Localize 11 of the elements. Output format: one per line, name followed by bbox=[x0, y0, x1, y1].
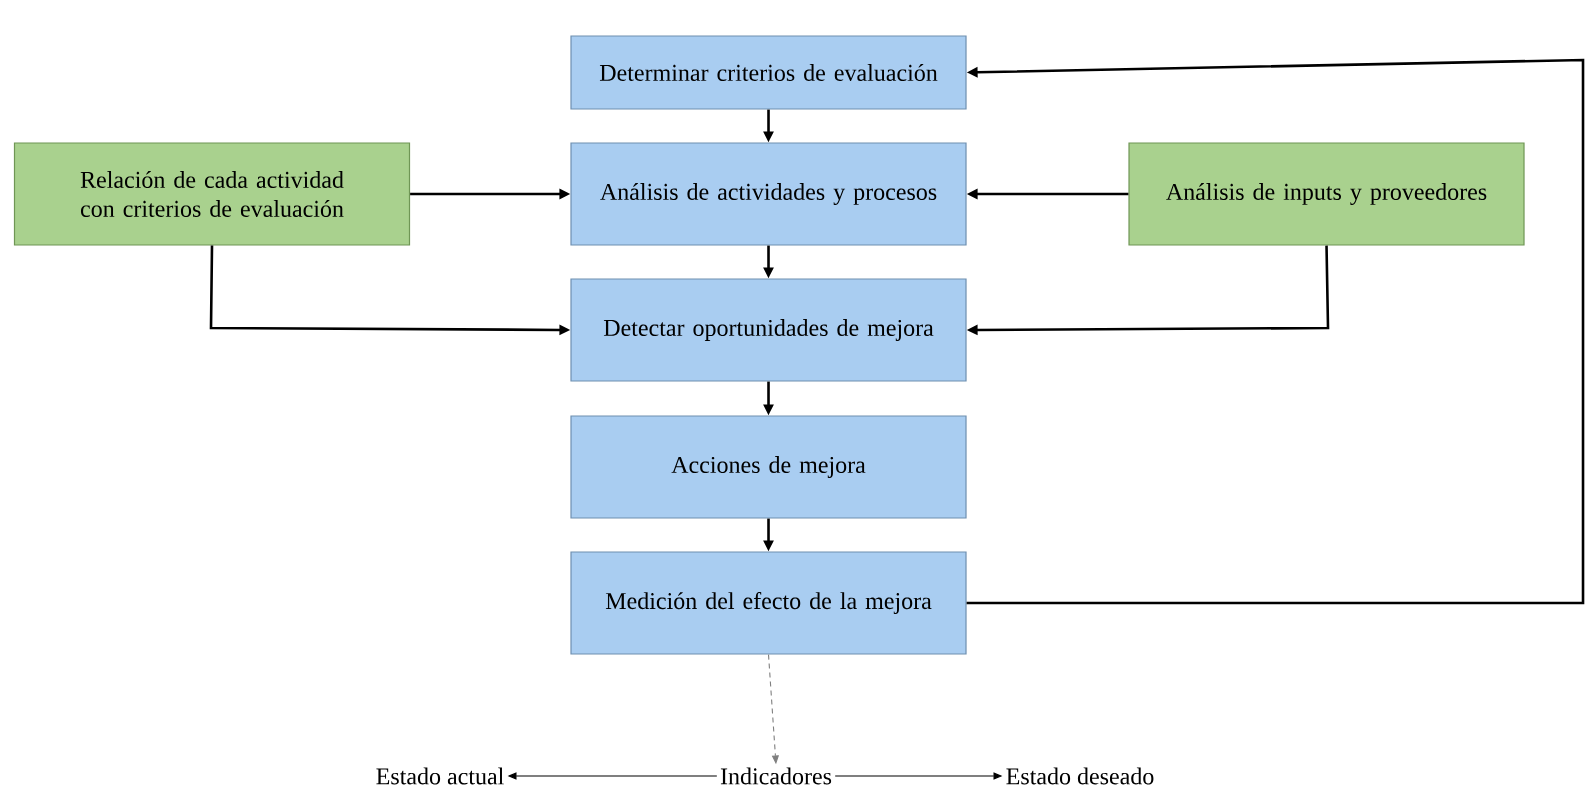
process-box: Detectar oportunidades de mejora bbox=[570, 278, 967, 382]
process-box: Acciones de mejora bbox=[570, 415, 967, 519]
process-box: Determinar criterios de evaluación bbox=[570, 35, 967, 110]
process-box: Medición del efecto de la mejora bbox=[570, 551, 967, 655]
arrow bbox=[966, 58, 1585, 605]
process-box: Análisis de inputs y proveedores bbox=[1128, 142, 1525, 246]
text-label: Indicadores bbox=[720, 767, 832, 785]
process-box: Análisis de actividades y procesos bbox=[570, 142, 967, 246]
text-label: Estado actual bbox=[376, 767, 504, 785]
process-box: Relación de cada actividad con criterios de evaluación bbox=[13, 142, 411, 246]
text-label: Estado deseado bbox=[1006, 767, 1154, 785]
